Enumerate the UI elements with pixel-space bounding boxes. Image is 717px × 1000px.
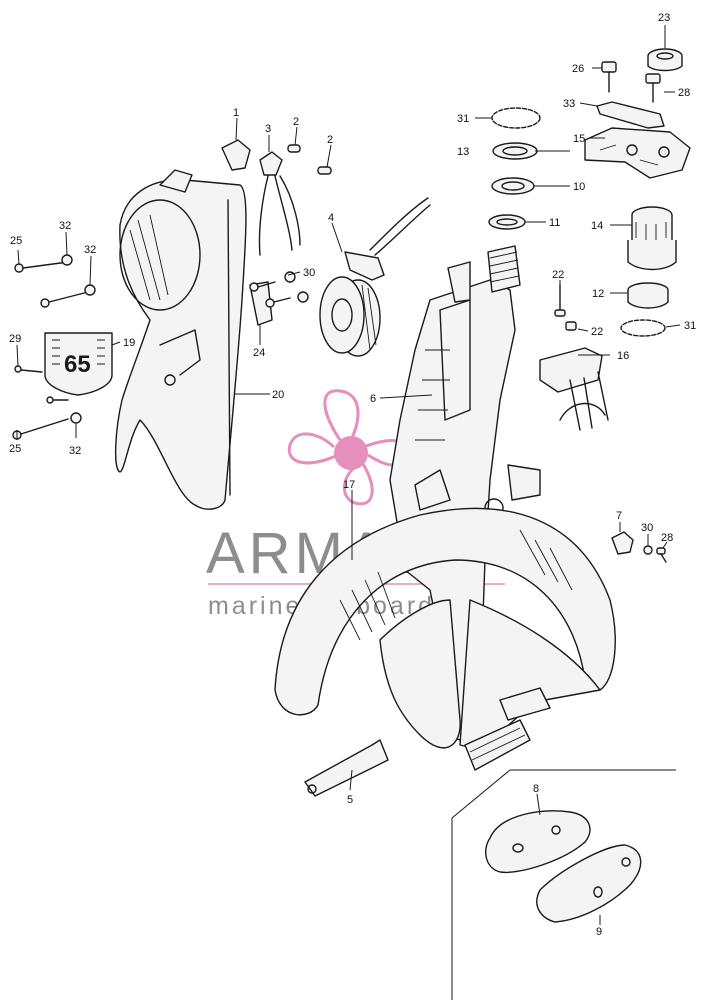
callout-14: 14 [591, 220, 603, 232]
callout-30a: 30 [303, 267, 315, 279]
callout-31b: 31 [684, 320, 696, 332]
stay-bracket-5 [304, 739, 389, 797]
inset-outline [451, 769, 676, 1000]
callout-25a: 25 [10, 235, 22, 247]
callout-5: 5 [347, 794, 353, 806]
lock-plate-33 [596, 101, 665, 129]
callout-22b: 22 [591, 326, 603, 338]
screw-30-28-lower [643, 545, 667, 563]
nut-7 [611, 531, 634, 555]
callout-29: 29 [9, 333, 21, 345]
callout-25b: 25 [9, 443, 21, 455]
bolt-25-lower [12, 412, 82, 440]
bolt-28-top [645, 73, 661, 103]
handle-switch [221, 139, 251, 171]
callout-4: 4 [328, 212, 334, 224]
callout-13: 13 [457, 146, 469, 158]
steel-balls-31-upper [491, 107, 541, 129]
race-13 [492, 142, 538, 160]
callout-15: 15 [573, 133, 585, 145]
callout-3: 3 [265, 123, 271, 135]
callout-24: 24 [253, 347, 265, 359]
callout-8: 8 [533, 783, 539, 795]
callout-10: 10 [573, 181, 585, 193]
callout-12: 12 [592, 288, 604, 300]
callout-30b: 30 [641, 522, 653, 534]
callout-9: 9 [596, 926, 602, 938]
emblem-number: 65 [64, 351, 91, 378]
bracket-24 [249, 271, 309, 326]
callout-32c: 32 [69, 445, 81, 457]
callout-32b: 32 [84, 244, 96, 256]
stem-nut-23 [647, 48, 683, 72]
leader-lines [16, 25, 681, 925]
race-12 [627, 282, 669, 309]
callout-23: 23 [658, 12, 670, 24]
callout-labels: 1 3 2 2 4 5 6 7 8 9 10 11 12 13 14 15 16… [9, 12, 696, 938]
callout-28a: 28 [678, 87, 690, 99]
steel-balls-31-lower [620, 319, 666, 337]
wire-grommet [258, 151, 301, 256]
pin-a [287, 144, 301, 153]
callout-11: 11 [549, 217, 560, 229]
race-11 [488, 214, 526, 230]
pin-b [317, 166, 332, 175]
callout-26: 26 [572, 63, 584, 75]
screw-22 [554, 284, 577, 331]
callout-7: 7 [616, 510, 622, 522]
callout-6: 6 [370, 393, 376, 405]
callout-2a: 2 [293, 116, 299, 128]
callout-22a: 22 [552, 269, 564, 281]
bolt-25-upper [14, 261, 89, 308]
side-cover-9 [536, 844, 642, 923]
swing-arm [379, 599, 601, 771]
horn [319, 197, 431, 357]
headlight-shell [114, 169, 247, 510]
emblem-65: 65 [44, 332, 113, 396]
callout-28b: 28 [661, 532, 673, 544]
callout-33: 33 [563, 98, 575, 110]
callout-31a: 31 [457, 113, 469, 125]
callout-20: 20 [272, 389, 284, 401]
callout-19: 19 [123, 337, 135, 349]
callout-32a: 32 [59, 220, 71, 232]
side-cover-8 [484, 810, 591, 874]
stem-nut-14 [627, 206, 677, 271]
top-bridge-15 [584, 127, 691, 179]
callout-17: 17 [343, 479, 355, 491]
steering-lock-16 [539, 347, 609, 431]
callout-2b: 2 [327, 134, 333, 146]
callout-1: 1 [233, 107, 239, 119]
race-10 [491, 177, 535, 195]
bolt-26 [601, 61, 617, 93]
callout-16: 16 [617, 350, 629, 362]
